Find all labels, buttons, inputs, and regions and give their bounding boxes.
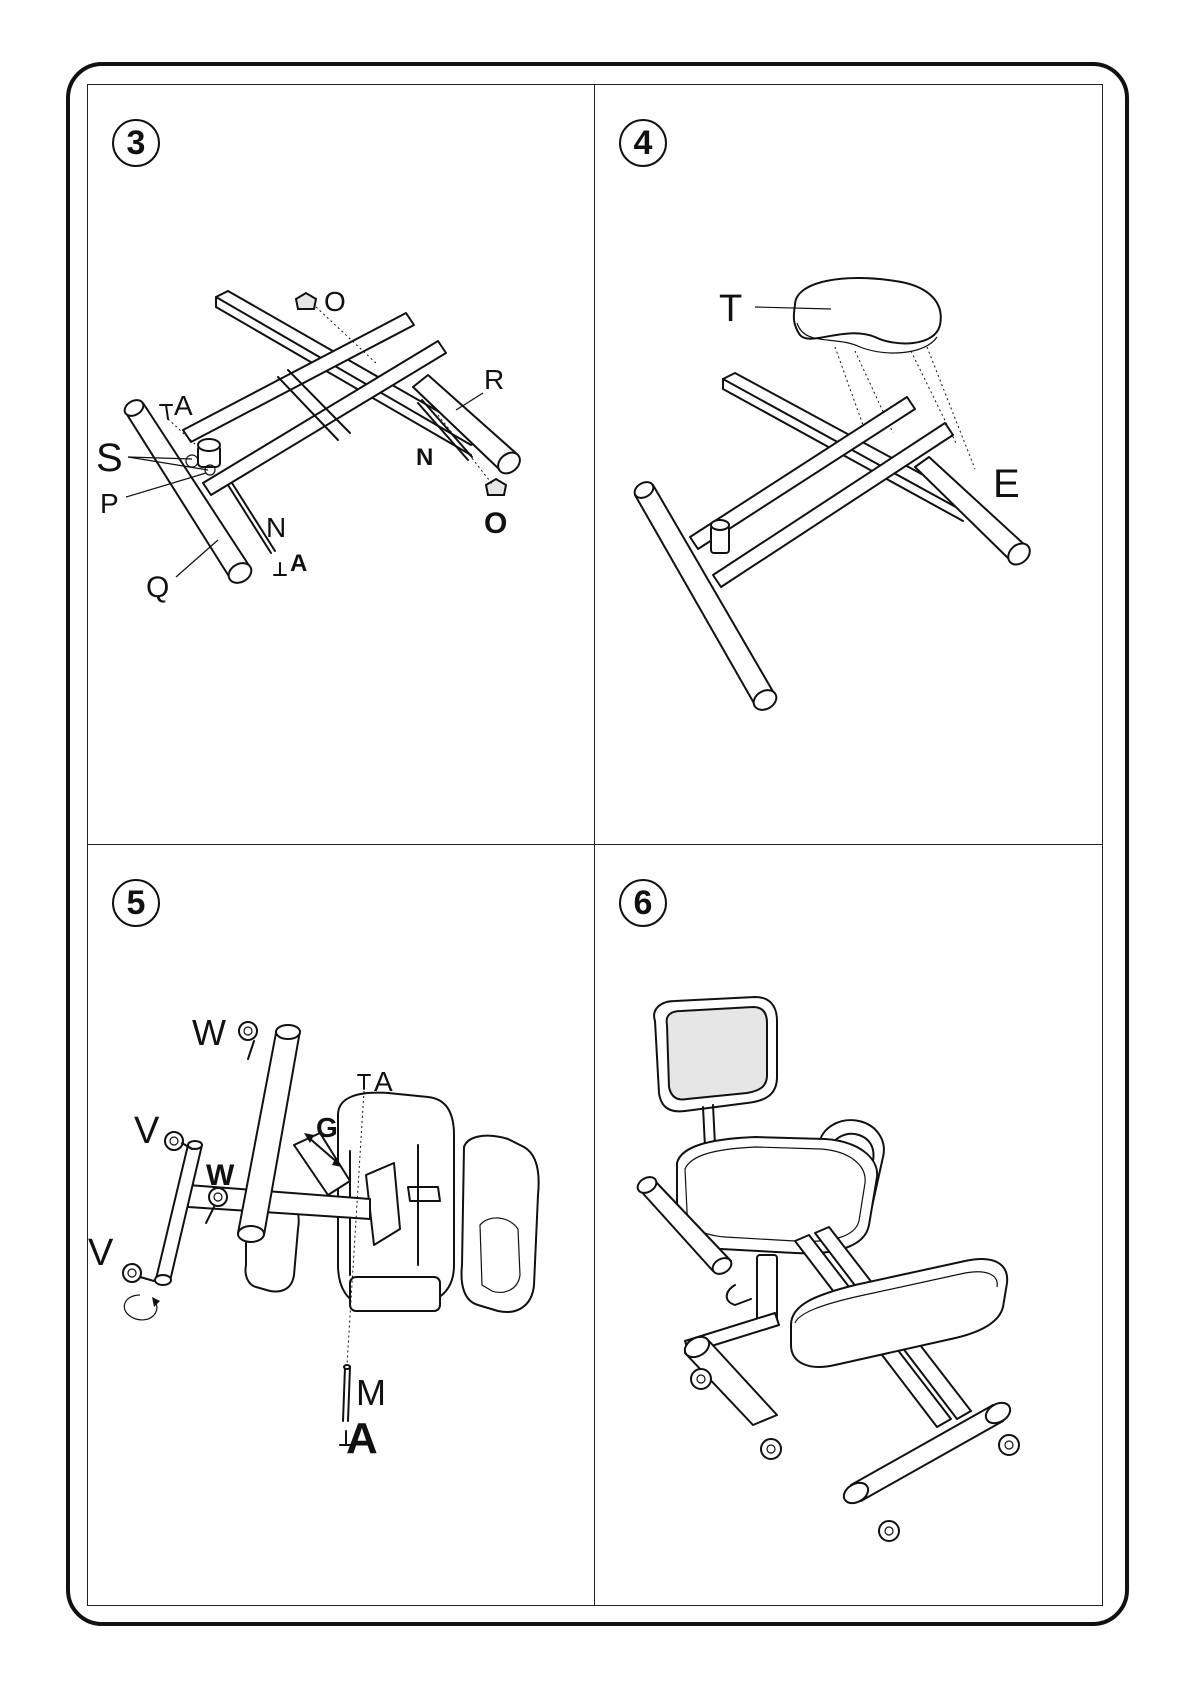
label-G: G xyxy=(316,1112,338,1143)
label-O-top: O xyxy=(324,286,346,317)
step-4-panel: 4 xyxy=(595,85,1102,845)
caster-3 xyxy=(999,1435,1019,1455)
rotate-arrow-icon xyxy=(124,1295,160,1320)
label-N-right: N xyxy=(416,444,433,471)
step-4-illustration: T E xyxy=(595,85,1102,845)
bolt-A-top xyxy=(358,1075,370,1089)
label-P: P xyxy=(100,488,119,519)
caster-V-lower xyxy=(123,1264,154,1282)
label-R: R xyxy=(484,364,504,395)
caster-W-top xyxy=(239,1022,257,1059)
tube-short xyxy=(155,1141,202,1285)
label-M: M xyxy=(356,1372,386,1413)
label-T: T xyxy=(719,288,742,330)
knob-O-top xyxy=(296,293,316,309)
step-6-panel: 6 xyxy=(595,845,1102,1605)
label-W-top: W xyxy=(192,1012,226,1053)
pin-M xyxy=(343,1365,350,1421)
backrest xyxy=(654,997,777,1147)
step-3-illustration: O R A S P N O N Q A xyxy=(88,85,595,845)
step-3-panel: 3 xyxy=(88,85,595,845)
label-E: E xyxy=(993,462,1020,506)
knob-O-bottom xyxy=(486,479,506,495)
label-V-upper: V xyxy=(134,1110,160,1152)
caster-V-upper xyxy=(165,1132,192,1150)
label-N-lower: N xyxy=(266,512,286,543)
label-S: S xyxy=(96,436,123,480)
step-5-illustration: W A V G W V M A xyxy=(88,845,595,1605)
tube-front xyxy=(632,479,780,714)
step-5-panel: 5 xyxy=(88,845,595,1605)
bolt-A-left xyxy=(160,405,172,419)
caster-4 xyxy=(879,1521,899,1541)
label-V-lower: V xyxy=(88,1232,114,1274)
label-Q: Q xyxy=(146,571,169,604)
label-A-left: A xyxy=(174,390,193,421)
rods-N xyxy=(228,400,472,553)
label-W-mid: W xyxy=(206,1159,235,1192)
seat-post-socket xyxy=(711,520,729,553)
caster-1 xyxy=(691,1369,711,1389)
backrest-frame xyxy=(462,1136,539,1312)
bolt-A-bottom xyxy=(274,563,286,575)
label-O-bottom: O xyxy=(484,507,507,540)
step-6-illustration xyxy=(595,845,1102,1605)
caster-2 xyxy=(761,1439,781,1459)
seat-cushion-T xyxy=(794,278,941,353)
label-A-bottom: A xyxy=(346,1414,378,1463)
label-A-bottom: A xyxy=(290,550,307,577)
label-A-top: A xyxy=(374,1066,393,1097)
assembly-steps-grid: 3 xyxy=(87,84,1103,1606)
